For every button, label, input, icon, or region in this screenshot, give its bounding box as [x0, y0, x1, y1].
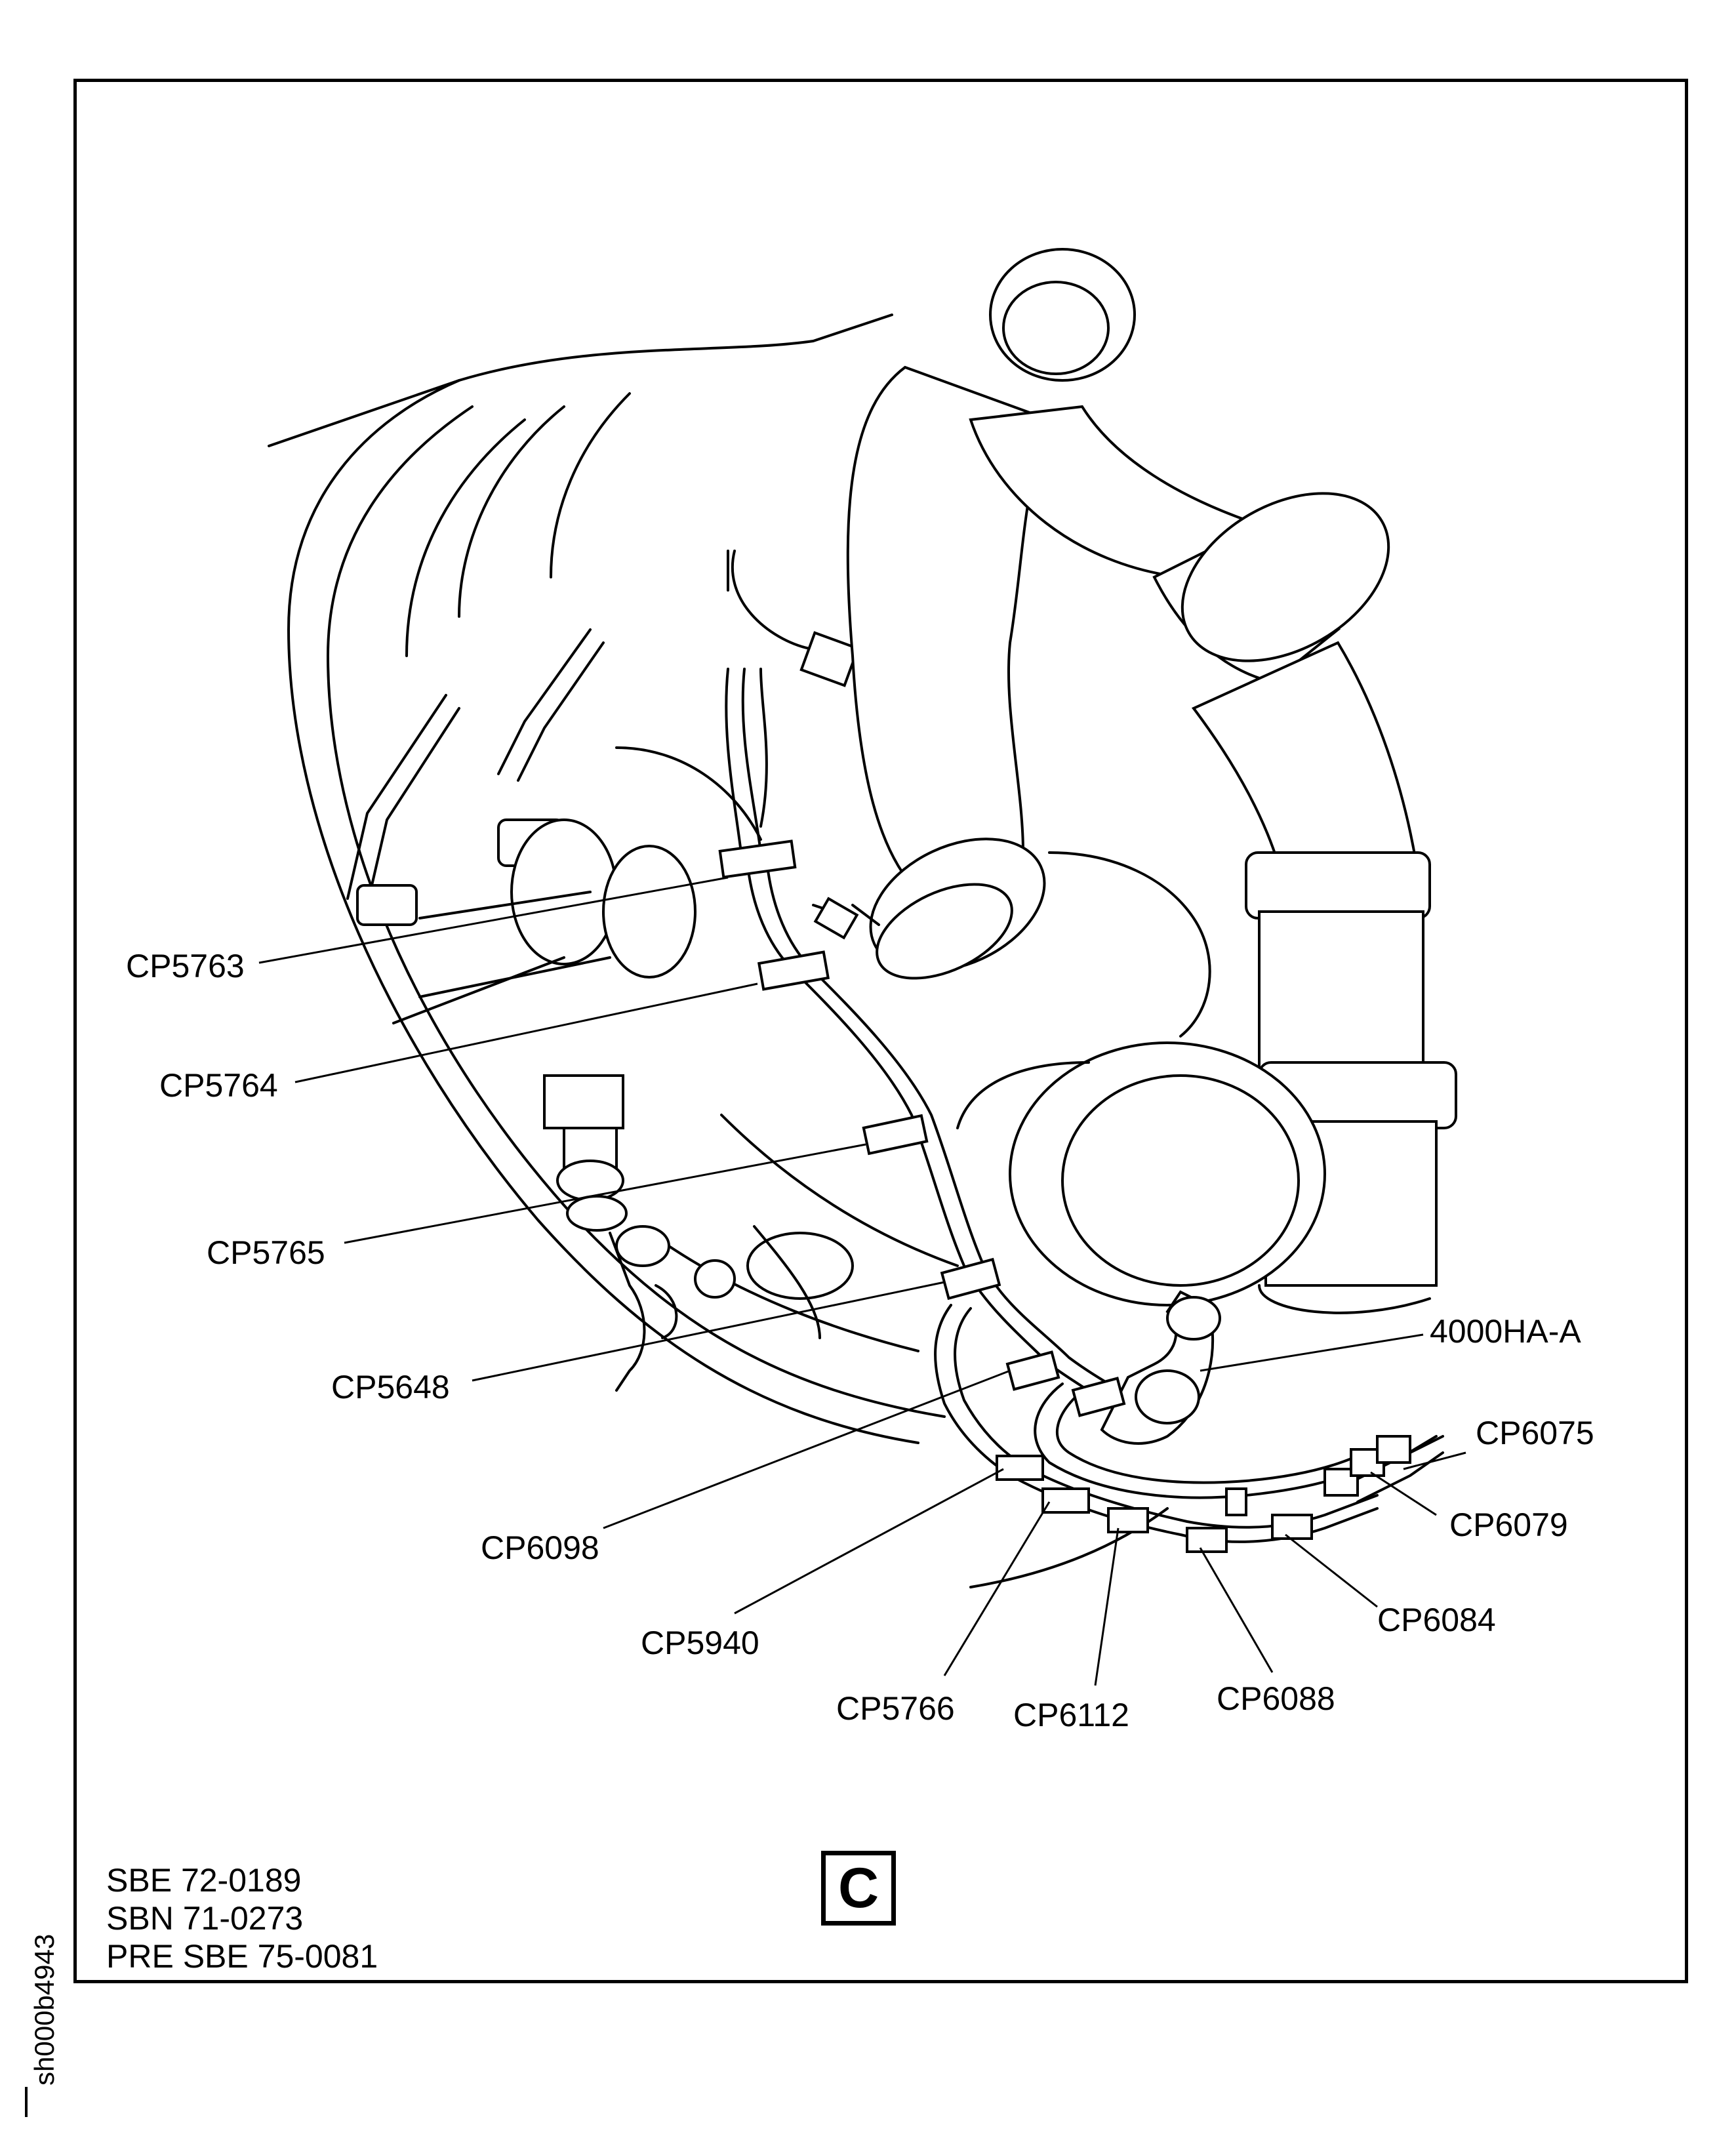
- label-cp5940: CP5940: [641, 1625, 759, 1661]
- sensing-lines: [615, 550, 860, 854]
- label-cp5766: CP5766: [836, 1690, 955, 1727]
- label-cp6075: CP6075: [1476, 1415, 1594, 1451]
- label-cp6112: CP6112: [1013, 1697, 1129, 1733]
- leader-lines: [258, 876, 1466, 1686]
- engine-casing: [268, 313, 1169, 1588]
- label-4000ha-a: 4000HA-A: [1430, 1313, 1581, 1350]
- figure-frame: [73, 79, 1688, 1983]
- harness-route: [718, 839, 1444, 1553]
- figure-id: sh000b4943: [29, 1933, 60, 2086]
- label-cp5765: CP5765: [207, 1234, 325, 1271]
- label-cp5764: CP5764: [159, 1067, 278, 1104]
- label-cp5763: CP5763: [126, 948, 245, 984]
- left-components: [346, 628, 854, 1392]
- duct-assembly: [812, 248, 1457, 1314]
- note-line: SBE 72-0189: [106, 1862, 302, 1899]
- label-cp6098: CP6098: [481, 1529, 599, 1566]
- note-line: PRE SBE 75-0081: [106, 1938, 378, 1975]
- harness-clamps: [718, 839, 1411, 1553]
- figure-id-tick: [25, 2087, 28, 2117]
- label-cp6088: CP6088: [1217, 1680, 1335, 1717]
- note-line: SBN 71-0273: [106, 1900, 304, 1937]
- service-bulletin-notes: SBE 72-0189 SBN 71-0273 PRE SBE 75-0081: [106, 1861, 378, 1975]
- label-cp5648: CP5648: [331, 1369, 450, 1405]
- label-cp6084: CP6084: [1377, 1602, 1496, 1638]
- view-letter-box: C: [821, 1851, 896, 1926]
- label-cp6079: CP6079: [1449, 1506, 1568, 1543]
- view-letter: C: [838, 1856, 879, 1920]
